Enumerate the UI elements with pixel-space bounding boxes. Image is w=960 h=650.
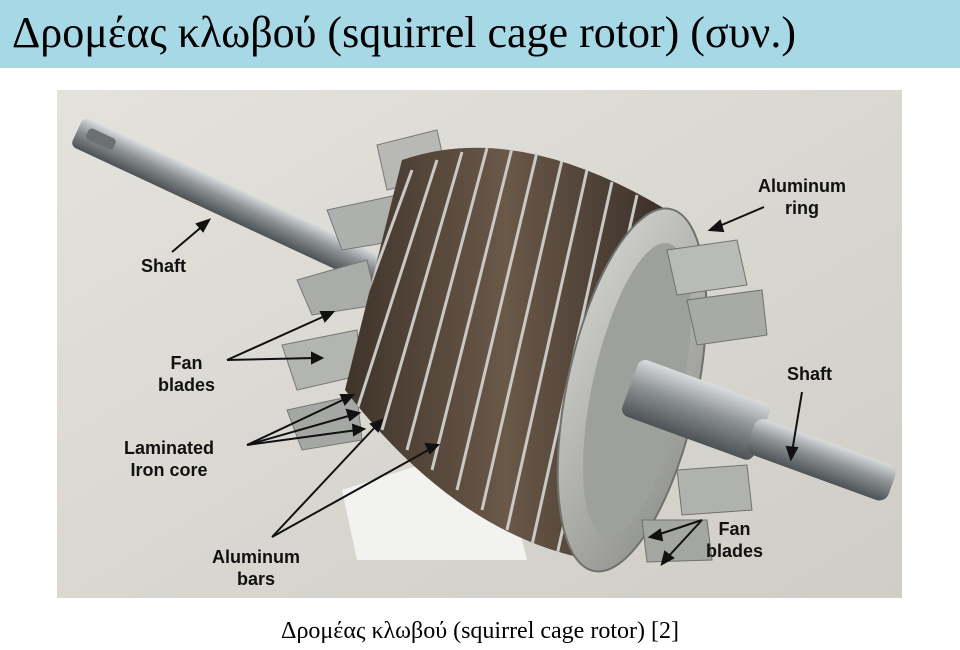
figure-caption: Δρομέας κλωβού (squirrel cage rotor) [2] (281, 618, 679, 644)
label-text: Fan (718, 519, 751, 539)
label-shaft-right: Shaft (787, 363, 832, 385)
label-text: Laminated (124, 438, 215, 458)
label-text: Fan (170, 353, 203, 373)
title-bar: Δρομέας κλωβού (squirrel cage rotor) (συ… (0, 0, 960, 68)
label-text: blades (706, 541, 764, 561)
label-text: blades (158, 375, 216, 395)
label-fan-blades-left: Fan blades (158, 352, 215, 396)
label-laminated-core: Laminated Iron core (124, 437, 214, 481)
label-text: ring (785, 198, 819, 218)
label-text: Aluminum (212, 547, 300, 567)
rotor-photo (57, 90, 902, 598)
label-aluminum-bars: Aluminum bars (212, 546, 300, 590)
label-aluminum-ring: Aluminum ring (758, 175, 846, 219)
label-shaft-left: Shaft (141, 255, 186, 277)
slide-title: Δρομέας κλωβού (squirrel cage rotor) (συ… (12, 8, 796, 57)
label-fan-blades-right: Fan blades (706, 518, 763, 562)
label-text: Iron core (130, 460, 208, 480)
label-text: bars (236, 569, 276, 589)
label-text: Aluminum (758, 176, 846, 196)
label-text: Shaft (141, 256, 186, 276)
label-text: Shaft (787, 364, 832, 384)
